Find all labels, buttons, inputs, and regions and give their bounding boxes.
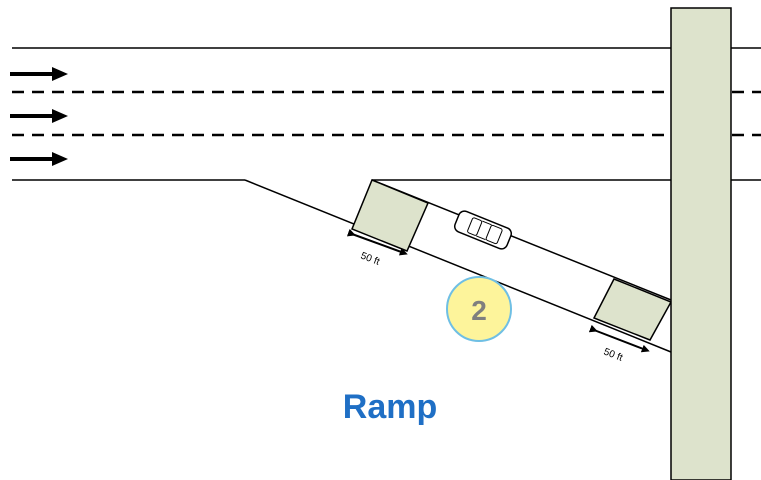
traffic-arrow-icon	[10, 109, 68, 123]
traffic-arrow-icon	[10, 152, 68, 166]
ramp-lower-edge	[244, 179, 672, 353]
work-zone-start	[351, 179, 429, 252]
dimension-arrow-end	[588, 324, 650, 353]
dimension-arrow-start	[346, 228, 408, 256]
car-icon	[453, 210, 513, 250]
ramp-label: Ramp	[342, 388, 438, 426]
zone-length-label-end: 50 ft	[602, 347, 624, 364]
zone-length-label-start: 50 ft	[359, 251, 381, 268]
work-zone-end	[592, 278, 673, 341]
bridge-pillar	[670, 7, 732, 480]
zone-number-badge: 2	[446, 276, 512, 342]
traffic-arrow-icon	[10, 67, 68, 81]
zone-number: 2	[471, 295, 487, 326]
